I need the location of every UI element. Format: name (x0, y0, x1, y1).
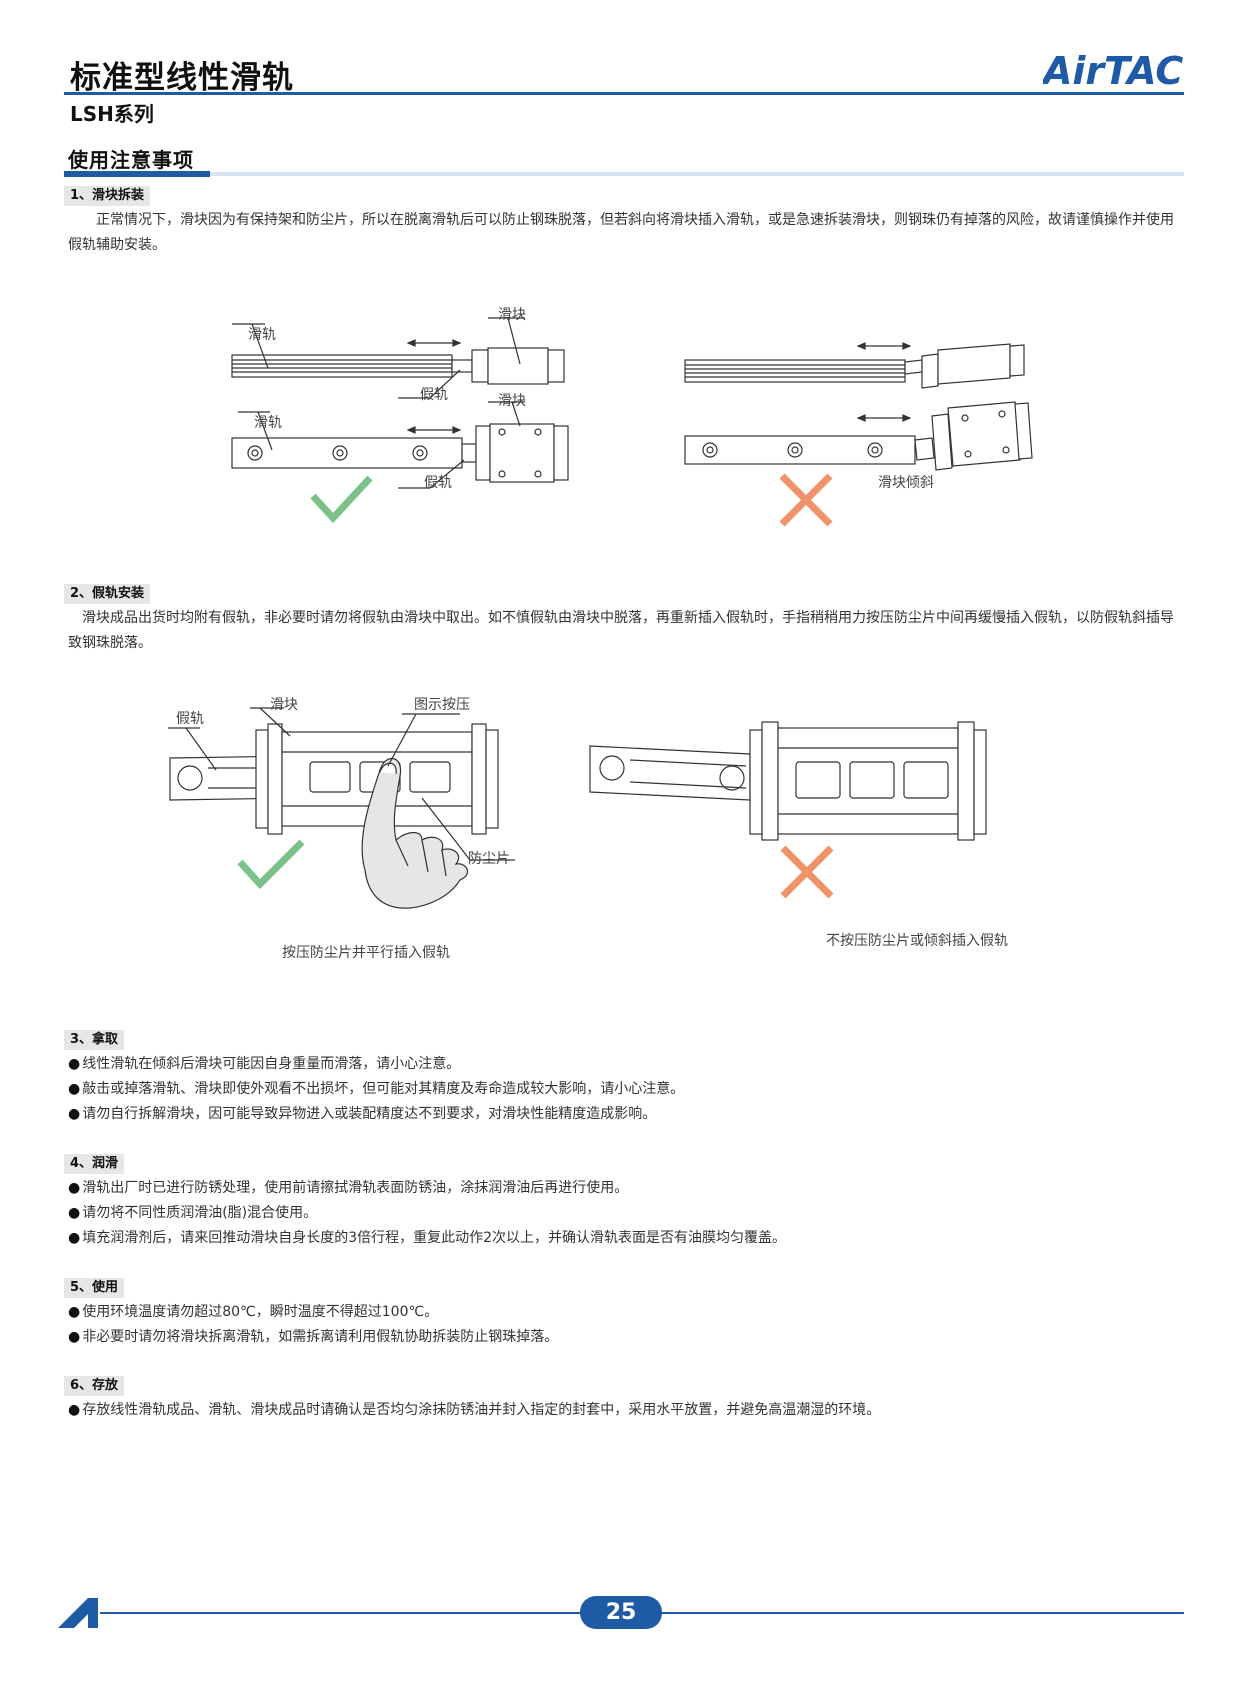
s1-ok-top-view (231, 401, 569, 489)
section-bar (64, 171, 210, 177)
list-item: 非必要时请勿将滑块拆离滑轨，如需拆离请利用假轨协助拆装防止钢珠掉落。 (68, 1325, 1180, 1350)
check-icon (237, 839, 305, 890)
header-rule (64, 92, 1184, 95)
section-title: 使用注意事项 (68, 148, 194, 172)
airtac-logo: AirTAC (1040, 49, 1183, 94)
label-block-3: 滑块 (270, 697, 298, 713)
list-item: 滑轨出厂时已进行防锈处理，使用前请擦拭滑轨表面防锈油，涂抹润滑油后再进行使用。 (68, 1176, 1180, 1201)
s5-list: 使用环境温度请勿超过80℃，瞬时温度不得超过100℃。 非必要时请勿将滑块拆离滑… (68, 1300, 1180, 1350)
s3-heading: 3、拿取 (64, 1030, 125, 1050)
s1-diagram (231, 317, 1033, 527)
label-press: 图示按压 (414, 697, 470, 713)
page-title: 标准型线性滑轨 (70, 60, 294, 96)
list-item: 线性滑轨在倾斜后滑块可能因自身重量而滑落，请小心注意。 (68, 1052, 1180, 1077)
list-item: 使用环境温度请勿超过80℃，瞬时温度不得超过100℃。 (68, 1300, 1180, 1325)
label-tilt: 滑块倾斜 (878, 475, 934, 491)
list-item: 敲击或掉落滑轨、滑块即使外观看不出损坏，但可能对其精度及寿命造成较大影响，请小心… (68, 1077, 1180, 1102)
label-dust: 防尘片 (468, 851, 510, 867)
s1-text: 正常情况下，滑块因为有保持架和防尘片，所以在脱离滑轨后可以防止钢珠脱落，但若斜向… (68, 212, 1174, 253)
s4-heading: 4、润滑 (64, 1154, 125, 1174)
s1-ng-side-view (684, 342, 1025, 389)
label-rail-1: 滑轨 (248, 327, 276, 343)
label-dummy-1: 假轨 (420, 387, 448, 403)
s2-text: 滑块成品出货时均附有假轨，非必要时请勿将假轨由滑块中取出。如不慎假轨由滑块中脱落… (68, 610, 1174, 651)
list-item: 请勿自行拆解滑块，因可能导致异物进入或装配精度达不到要求，对滑块性能精度造成影响… (68, 1102, 1180, 1127)
s2-ng-drawing (589, 721, 987, 841)
cross-icon (780, 845, 834, 899)
s2-heading: 2、假轨安装 (64, 584, 151, 604)
caption-ok: 按压防尘片并平行插入假轨 (282, 945, 450, 961)
s1-ng-top-view (684, 401, 1033, 471)
footer-logo-icon (58, 1598, 98, 1628)
label-block-1: 滑块 (498, 307, 526, 323)
check-icon (310, 475, 373, 524)
page-number: 25 (580, 1596, 662, 1629)
label-dummy-3: 假轨 (176, 711, 204, 727)
label-dummy-2: 假轨 (424, 475, 452, 491)
label-rail-2: 滑轨 (254, 415, 282, 431)
series-name: LSH系列 (70, 102, 154, 126)
s3-list: 线性滑轨在倾斜后滑块可能因自身重量而滑落，请小心注意。 敲击或掉落滑轨、滑块即使… (68, 1052, 1180, 1127)
list-item: 请勿将不同性质润滑油(脂)混合使用。 (68, 1201, 1180, 1226)
s6-list: 存放线性滑轨成品、滑轨、滑块成品时请确认是否均匀涂抹防锈油并封入指定的封套中，采… (68, 1398, 1180, 1423)
list-item: 填充润滑剂后，请来回推动滑块自身长度的3倍行程，重复此动作2次以上，并确认滑轨表… (68, 1226, 1180, 1251)
s6-heading: 6、存放 (64, 1376, 125, 1396)
caption-ng: 不按压防尘片或倾斜插入假轨 (826, 933, 1008, 949)
section-bar-light (210, 172, 1184, 176)
s1-ok-side-view (231, 317, 565, 399)
list-item: 存放线性滑轨成品、滑轨、滑块成品时请确认是否均匀涂抹防锈油并封入指定的封套中，采… (68, 1398, 1180, 1423)
label-block-2: 滑块 (498, 393, 526, 409)
s5-heading: 5、使用 (64, 1278, 125, 1298)
s1-heading: 1、滑块拆装 (64, 186, 151, 206)
logo-text: AirTAC (1043, 50, 1183, 90)
s2-ok-drawing (168, 707, 515, 909)
s2-diagram (168, 707, 987, 909)
cross-icon (779, 473, 833, 527)
s4-list: 滑轨出厂时已进行防锈处理，使用前请擦拭滑轨表面防锈油，涂抹润滑油后再进行使用。 … (68, 1176, 1180, 1251)
